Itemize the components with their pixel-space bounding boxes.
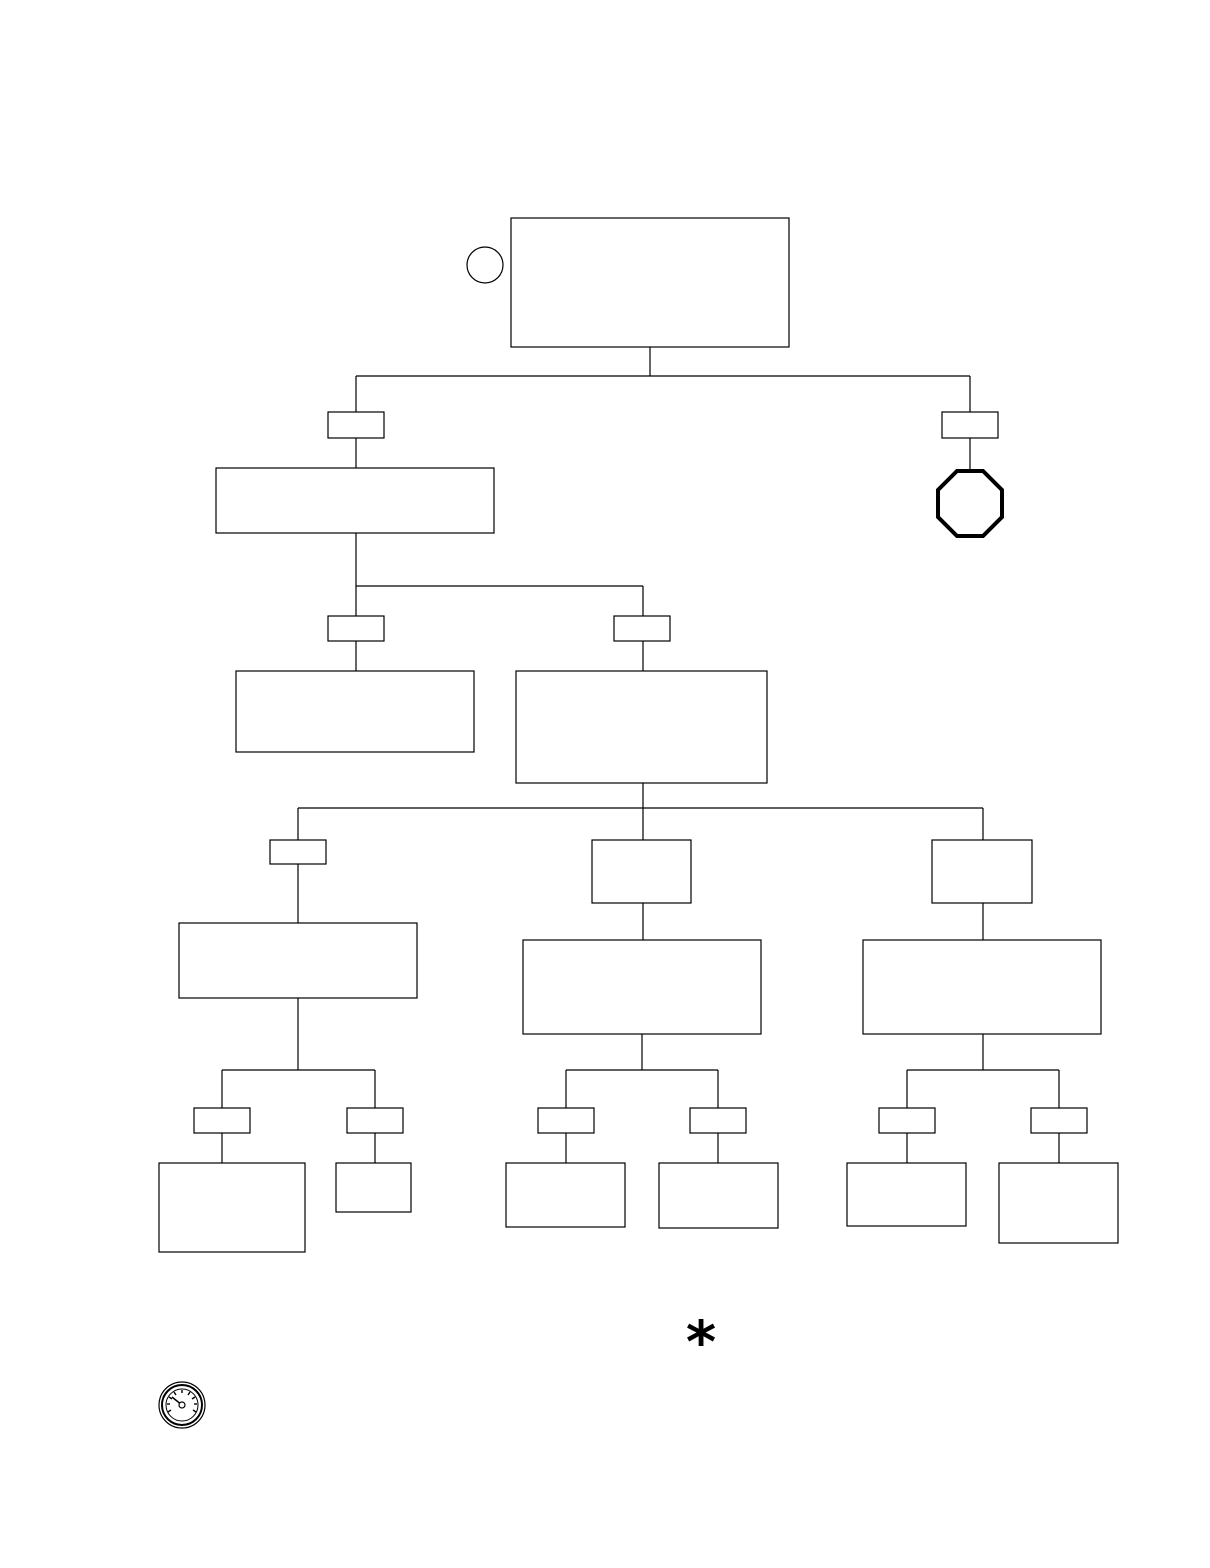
branch-tag-l3-left — [269, 839, 327, 865]
gauge-icon — [158, 1381, 206, 1429]
connector-level-2 — [355, 533, 644, 671]
connectors — [221, 347, 1060, 1163]
connector-level-3 — [297, 783, 984, 940]
branch-tag-right — [941, 411, 999, 439]
connector-left-group — [221, 998, 376, 1163]
connector-root — [355, 347, 971, 470]
level2-right-box — [515, 670, 768, 784]
branch-tag-left — [327, 411, 385, 439]
level3-middle-box — [522, 939, 762, 1035]
branch-tag-l3-right — [931, 839, 1033, 904]
stop-octagon-icon — [936, 469, 1004, 538]
level2-left-box — [235, 670, 475, 753]
connector-middle-group — [565, 1034, 719, 1163]
circle-icon — [466, 246, 504, 284]
branch-tag-l4 — [537, 1107, 595, 1134]
level1-box — [215, 467, 495, 534]
level3-right-box — [862, 939, 1102, 1035]
branch-tag-l4 — [346, 1107, 404, 1134]
branch-tag-l4 — [1030, 1107, 1088, 1134]
branch-tag-l2-right — [613, 615, 671, 642]
branch-tag-l4 — [193, 1107, 251, 1134]
level3-left-box — [178, 922, 418, 999]
leaf-box — [998, 1162, 1119, 1244]
branch-tag-l4 — [878, 1107, 936, 1134]
leaf-box — [335, 1162, 412, 1213]
leaf-box — [658, 1162, 779, 1229]
branch-tag-l2-left — [327, 615, 385, 642]
leaf-box — [505, 1162, 626, 1228]
root-box — [510, 217, 790, 348]
connector-right-group — [906, 1034, 1060, 1163]
branch-tag-l3-middle — [591, 839, 692, 904]
asterisk-icon: * — [686, 1308, 716, 1376]
branch-tag-l4 — [689, 1107, 747, 1134]
leaf-box — [158, 1162, 306, 1253]
leaf-box — [846, 1162, 967, 1227]
